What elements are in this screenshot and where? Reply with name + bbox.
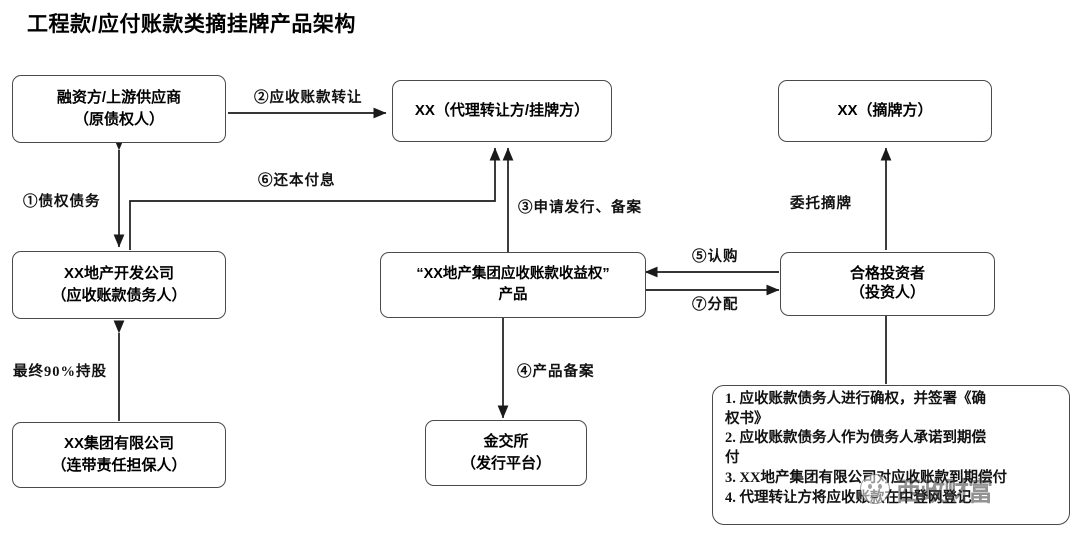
node-product-line1: “XX地产集团应收账款收益权” (416, 265, 610, 282)
note-item: 付 (725, 450, 740, 467)
node-exchange[interactable]: 金交所 （发行平台） (425, 420, 587, 486)
node-product[interactable]: “XX地产集团应收账款收益权” 产品 (380, 252, 646, 318)
node-exchange-line1: 金交所 (483, 433, 529, 451)
node-investor-line1: 合格投资者 (849, 265, 925, 283)
edge-label-2: ②应收账款转让 (254, 90, 363, 106)
edge-label-5: ⑤认购 (692, 249, 739, 265)
note-item: 2. 应收账款债务人作为债务人承诺到期偿 (725, 430, 986, 447)
node-bidder-line1: XX（摘牌方） (837, 102, 933, 120)
note-item: 3. XX地产集团有限公司对应收账款到期偿付 (725, 469, 1007, 486)
note-box: 1. 应收账款债务人进行确权，并签署《确 权书》 2. 应收账款债务人作为债务人… (712, 385, 1070, 525)
node-exchange-line2: （发行平台） (460, 455, 551, 472)
node-investor[interactable]: 合格投资者 （投资人） (780, 252, 995, 316)
node-financier[interactable]: 融资方/上游供应商 （原债权人） (12, 75, 226, 143)
node-financier-line2: （原债权人） (73, 111, 164, 128)
node-financier-line1: 融资方/上游供应商 (56, 89, 182, 107)
edge-label-1: ①债权债务 (23, 194, 101, 210)
node-developer-line2: （应收账款债务人） (51, 287, 187, 304)
edge-label-4: ④产品备案 (517, 364, 595, 380)
node-bidder[interactable]: XX（摘牌方） (778, 80, 992, 142)
node-group-line2: （连带责任担保人） (51, 457, 187, 474)
note-item: 1. 应收账款债务人进行确权，并签署《确 (725, 391, 986, 407)
node-group-line1: XX集团有限公司 (63, 435, 174, 453)
edge-label-holding: 最终90%持股 (13, 364, 107, 380)
node-developer-line1: XX地产开发公司 (63, 265, 174, 283)
node-developer[interactable]: XX地产开发公司 （应收账款债务人） (12, 251, 226, 319)
edge-label-entrust: 委托摘牌 (790, 196, 852, 212)
edge-label-6: ⑥还本付息 (258, 173, 336, 189)
edge-label-3: ③申请发行、备案 (518, 200, 642, 216)
node-agent[interactable]: XX（代理转让方/挂牌方） (392, 80, 612, 142)
node-investor-line2: （投资人） (849, 284, 925, 301)
edge-6-line (129, 147, 501, 250)
node-agent-line1: XX（代理转让方/挂牌方） (414, 102, 590, 120)
edge-label-7: ⑦分配 (692, 297, 739, 313)
node-product-line2: 产品 (498, 287, 528, 303)
page-title: 工程款/应付账款类摘挂牌产品架构 (27, 13, 356, 36)
note-item: 4. 代理转让方将应收账款在中登网登记 (725, 489, 972, 506)
node-group[interactable]: XX集团有限公司 （连带责任担保人） (12, 422, 226, 488)
note-item: 权书》 (725, 410, 769, 427)
